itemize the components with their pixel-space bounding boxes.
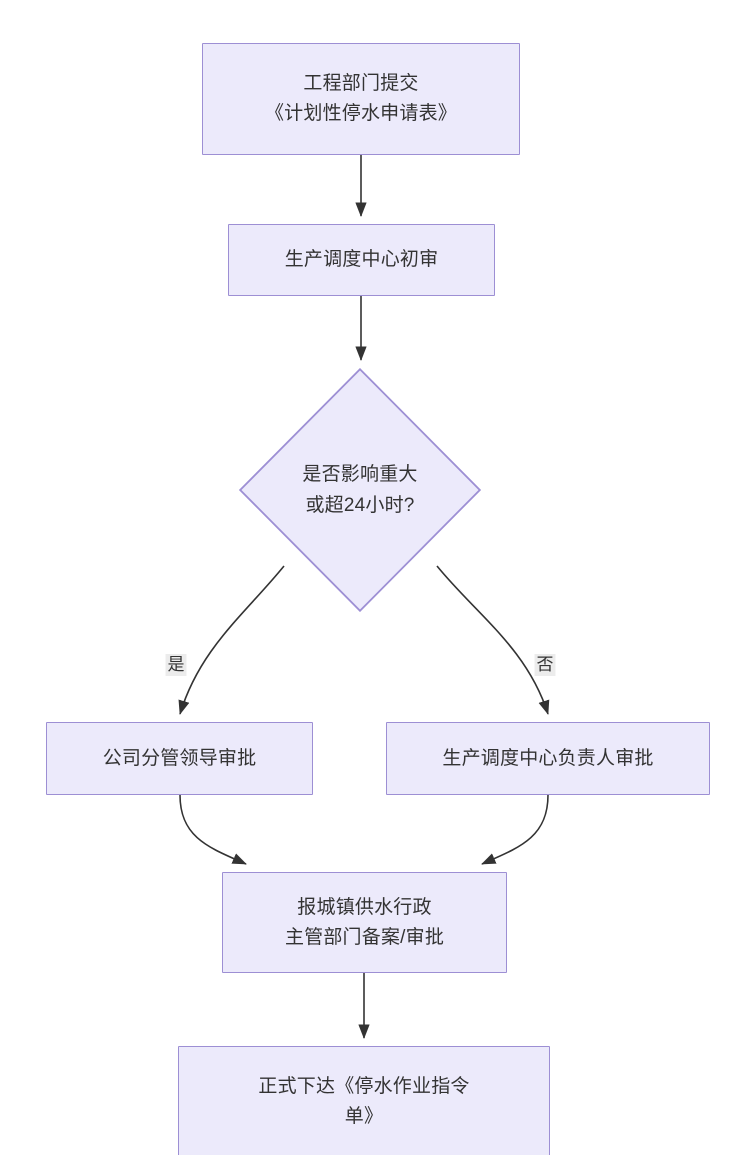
edge-n4-n6 — [179, 794, 247, 865]
node-company-leader-approval[interactable]: 公司分管领导审批 — [46, 722, 313, 795]
node-label: 是否影响重大 或超24小时? — [302, 464, 418, 516]
edge-label-no: 否 — [534, 654, 556, 676]
node-label: 工程部门提交 《计划性停水申请表》 — [264, 73, 457, 124]
edge-label-yes: 是 — [165, 654, 187, 676]
edge-n5-n6 — [481, 794, 549, 865]
diamond-shape — [239, 368, 481, 612]
node-issue-shutdown-order[interactable]: 正式下达《停水作业指令 单》 — [178, 1046, 550, 1155]
node-label: 报城镇供水行政 主管部门备案/审批 — [284, 896, 445, 948]
node-municipal-water-authority-filing[interactable]: 报城镇供水行政 主管部门备案/审批 — [222, 872, 507, 973]
node-decision-major-impact[interactable]: 是否影响重大 或超24小时? — [239, 368, 481, 612]
node-label: 生产调度中心负责人审批 — [442, 747, 654, 769]
node-dispatch-center-initial-review[interactable]: 生产调度中心初审 — [228, 224, 495, 296]
node-label: 正式下达《停水作业指令 单》 — [258, 1076, 470, 1127]
node-label: 公司分管领导审批 — [102, 747, 257, 769]
node-label: 生产调度中心初审 — [284, 249, 439, 270]
node-dispatch-center-head-approval[interactable]: 生产调度中心负责人审批 — [386, 722, 710, 795]
node-submit-application[interactable]: 工程部门提交 《计划性停水申请表》 — [202, 43, 520, 155]
